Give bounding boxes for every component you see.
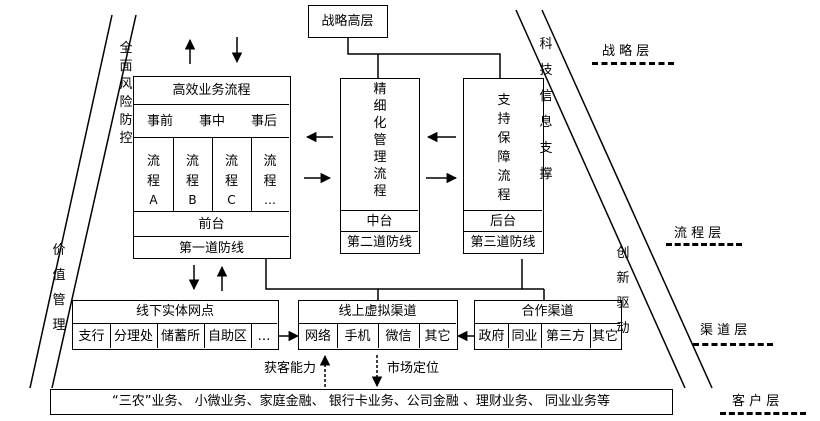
second-defense-label: 第二道防线 bbox=[346, 235, 412, 250]
channel-bus-left bbox=[265, 259, 379, 300]
right-outer-slant bbox=[541, 9, 713, 389]
partner-item: 第三方 bbox=[545, 329, 585, 344]
divider bbox=[73, 323, 277, 324]
middle-office-label: 中台 bbox=[366, 214, 393, 229]
right-inner-slant bbox=[515, 9, 686, 389]
divider bbox=[419, 323, 420, 348]
flow-label: 流 bbox=[224, 154, 238, 169]
flow-label: 流 bbox=[185, 154, 199, 169]
partner-channel-title: 合作渠道 bbox=[521, 304, 574, 319]
divider bbox=[590, 323, 591, 348]
divider bbox=[134, 104, 289, 105]
acquire-capability-label: 获客能力 bbox=[263, 361, 316, 376]
flow-tag: A bbox=[149, 193, 158, 207]
flow-tag: C bbox=[227, 193, 236, 207]
flow-label: 流 bbox=[146, 154, 160, 169]
back-office-box: 支 持 保 障 流 程 后台 第三道防线 bbox=[463, 78, 544, 254]
tech-support-text: 科 技 信 息 支 撑 bbox=[539, 37, 553, 182]
divider bbox=[464, 210, 542, 211]
channel-layer-label: 渠 道 层 bbox=[700, 323, 748, 338]
strategy-layer-dash bbox=[592, 62, 674, 65]
flow-tag: B bbox=[188, 193, 197, 207]
partner-item: 政府 bbox=[478, 329, 505, 344]
online-item: 微信 bbox=[385, 329, 412, 344]
stage-label: 事中 bbox=[198, 114, 225, 129]
divider bbox=[541, 323, 542, 348]
divider bbox=[341, 231, 418, 232]
flow-label: 程 bbox=[146, 174, 160, 189]
channel-bus-right bbox=[378, 259, 523, 290]
online-item: 其它 bbox=[424, 329, 451, 344]
divider bbox=[337, 323, 338, 348]
flow-label: 程 bbox=[263, 174, 277, 189]
back-office-label: 后台 bbox=[489, 214, 516, 229]
channel-layer-dash bbox=[693, 343, 773, 346]
partner-item: 同业 bbox=[511, 329, 538, 344]
strategy-label: 战略高层 bbox=[321, 14, 374, 29]
flow-label: 程 bbox=[185, 174, 199, 189]
divider bbox=[173, 137, 174, 211]
online-item: 网络 bbox=[304, 329, 331, 344]
third-defense-label: 第三道防线 bbox=[470, 235, 536, 250]
process-layer-label: 流 程 层 bbox=[674, 226, 722, 241]
middle-office-process: 精 细 化 管 理 流 程 bbox=[373, 82, 387, 199]
divider bbox=[378, 323, 379, 348]
offline-channel-title: 线下实体网点 bbox=[135, 304, 214, 319]
divider bbox=[341, 210, 418, 211]
offline-item: 储蓄所 bbox=[160, 329, 200, 344]
strategy-layer-label: 战 略 层 bbox=[602, 44, 650, 59]
divider bbox=[110, 323, 111, 348]
offline-item: 分理处 bbox=[113, 329, 153, 344]
market-position-label: 市场定位 bbox=[386, 361, 439, 376]
efficient-flow-title: 高效业务流程 bbox=[172, 83, 251, 98]
divider bbox=[134, 137, 289, 138]
partner-channel-box: 合作渠道 政府 同业 第三方 其它 bbox=[474, 300, 622, 350]
divider bbox=[508, 323, 509, 348]
middle-office-box: 精 细 化 管 理 流 程 中台 第二道防线 bbox=[340, 78, 420, 254]
customer-business-box: “三农”业务、 小微业务、家庭金融、 银行卡业务、公司金融 、理财业务、 同业业… bbox=[50, 389, 673, 415]
strategy-box: 战略高层 bbox=[308, 5, 388, 38]
customer-layer-dash bbox=[720, 412, 806, 415]
flow-label: 流 bbox=[263, 154, 277, 169]
offline-item: … bbox=[257, 329, 271, 344]
divider bbox=[204, 323, 205, 348]
online-item: 手机 bbox=[344, 329, 371, 344]
left-inner-slant bbox=[51, 14, 137, 389]
value-management-text: 价 值 管 理 bbox=[52, 243, 66, 333]
partner-item: 其它 bbox=[591, 329, 618, 344]
offline-channel-box: 线下实体网点 支行 分理处 储蓄所 自助区 … bbox=[72, 300, 279, 350]
front-office-label: 前台 bbox=[198, 217, 225, 232]
process-layer-dash bbox=[666, 243, 742, 246]
divider bbox=[299, 323, 456, 324]
divider bbox=[157, 323, 158, 348]
divider bbox=[134, 236, 289, 237]
flow-tag: … bbox=[264, 193, 276, 207]
divider bbox=[475, 323, 620, 324]
offline-item: 支行 bbox=[78, 329, 105, 344]
stage-label: 事后 bbox=[250, 114, 277, 129]
first-defense-label: 第一道防线 bbox=[178, 241, 244, 256]
customer-business-text: “三农”业务、 小微业务、家庭金融、 银行卡业务、公司金融 、理财业务、 同业业… bbox=[112, 394, 610, 409]
divider bbox=[251, 137, 252, 211]
online-channel-box: 线上虚拟渠道 网络 手机 微信 其它 bbox=[298, 300, 458, 350]
divider bbox=[134, 211, 289, 212]
online-channel-title: 线上虚拟渠道 bbox=[338, 304, 417, 319]
innovation-text: 创 新 驱 动 bbox=[616, 246, 630, 336]
divider bbox=[212, 137, 213, 211]
risk-control-text: 全 面 风 险 防 控 bbox=[119, 41, 133, 146]
strategy-connector bbox=[347, 38, 501, 78]
divider bbox=[251, 323, 252, 348]
left-outer-slant bbox=[29, 14, 113, 389]
stage-label: 事前 bbox=[146, 114, 173, 129]
customer-layer-label: 客 户 层 bbox=[732, 394, 780, 409]
flow-label: 程 bbox=[224, 174, 238, 189]
offline-item: 自助区 bbox=[207, 329, 247, 344]
back-office-process: 支 持 保 障 流 程 bbox=[497, 93, 511, 203]
efficient-flow-box: 高效业务流程 事前 事中 事后 流 程 A 流 程 B 流 程 C 流 程 … … bbox=[133, 76, 291, 259]
divider bbox=[464, 231, 542, 232]
